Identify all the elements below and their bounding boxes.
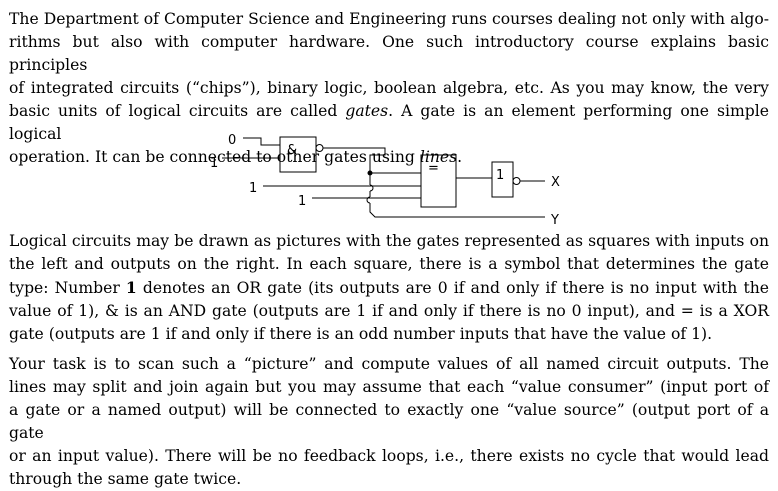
text-segment: basic units of logical circuits are call… <box>9 102 346 120</box>
or-gate-symbol: 1 <box>496 168 504 183</box>
input-value-label: 1 <box>210 156 218 171</box>
text-line: or an input value). There will be no fee… <box>9 447 769 465</box>
text-line: operation. It can be connected to other … <box>9 146 769 169</box>
text-line: rithms but also with computer hardware. … <box>9 33 769 74</box>
text-line: the left and outputs on the right. In ea… <box>9 255 769 273</box>
text-line: Your task is to scan such a “picture” an… <box>9 355 769 373</box>
xor-gate-symbol: = <box>428 161 439 176</box>
input-value-label: 1 <box>298 194 306 209</box>
text-line: of integrated circuits (“chips”), binary… <box>9 79 769 97</box>
text-segment: denotes an OR gate (its outputs are 0 if… <box>136 279 769 297</box>
gate-description-paragraph: Logical circuits may be drawn as picture… <box>9 230 769 346</box>
text-line: The Department of Computer Science and E… <box>9 10 769 28</box>
text-line: Logical circuits may be drawn as picture… <box>9 232 769 250</box>
and-gate-symbol: & <box>287 143 297 158</box>
input-value-label: 1 <box>249 181 257 196</box>
text-line: lines may split and join again but you m… <box>9 378 769 396</box>
wire-crossover-hop <box>369 184 374 192</box>
circuit-diagram: & = 1 0 1 1 1 X Y <box>210 133 560 228</box>
wire <box>369 203 545 218</box>
and-gate-negation-bubble <box>315 144 324 152</box>
output-y-label: Y <box>550 213 559 228</box>
term-lines: lines <box>419 148 458 166</box>
text-segment: . A gate is an element performing one si… <box>9 102 769 143</box>
xor-gate <box>420 154 457 208</box>
text-line: gate (outputs are 1 if and only if there… <box>9 325 713 343</box>
input-value-label: 0 <box>228 133 236 148</box>
text-segment: type: Number <box>9 279 126 297</box>
intro-paragraph: The Department of Computer Science and E… <box>9 8 769 169</box>
wire <box>323 147 386 173</box>
text-line: type: Number 1 denotes an OR gate (its o… <box>9 276 769 300</box>
text-line: value of 1), & is an AND gate (outputs a… <box>9 302 769 320</box>
text-line: through the same gate twice. <box>9 470 242 488</box>
task-paragraph: Your task is to scan such a “picture” an… <box>9 353 769 491</box>
wire <box>243 137 280 146</box>
text-segment: operation. It can be connected to other … <box>9 148 420 166</box>
text-line: basic units of logical circuits are call… <box>9 100 769 146</box>
wire-crossover-hop <box>366 196 371 204</box>
output-x-label: X <box>551 175 560 190</box>
or-gate-negation-bubble <box>512 177 521 185</box>
text-line: a gate or a named output) will be connec… <box>9 401 769 442</box>
term-gates: gates <box>345 102 389 120</box>
and-gate <box>279 136 317 173</box>
text-segment: . <box>457 148 463 166</box>
or-symbol-inline: 1 <box>125 278 137 297</box>
